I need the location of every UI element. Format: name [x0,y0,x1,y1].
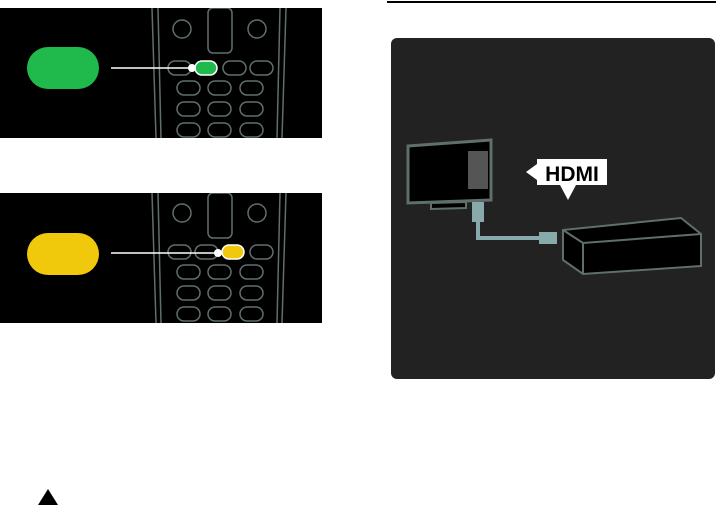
remote-yellow-key-illustration [0,193,322,323]
device-box-icon [562,216,702,276]
warning-triangle-icon [38,489,58,505]
hdmi-cable-icon [472,202,557,244]
remote-green-key-illustration [0,8,322,138]
tv-icon [406,138,493,211]
hdmi-label: HDMI [545,163,599,186]
header-rule [387,1,716,3]
hdmi-callout [526,159,607,200]
hdmi-connection-illustration: HDMI [391,38,715,379]
